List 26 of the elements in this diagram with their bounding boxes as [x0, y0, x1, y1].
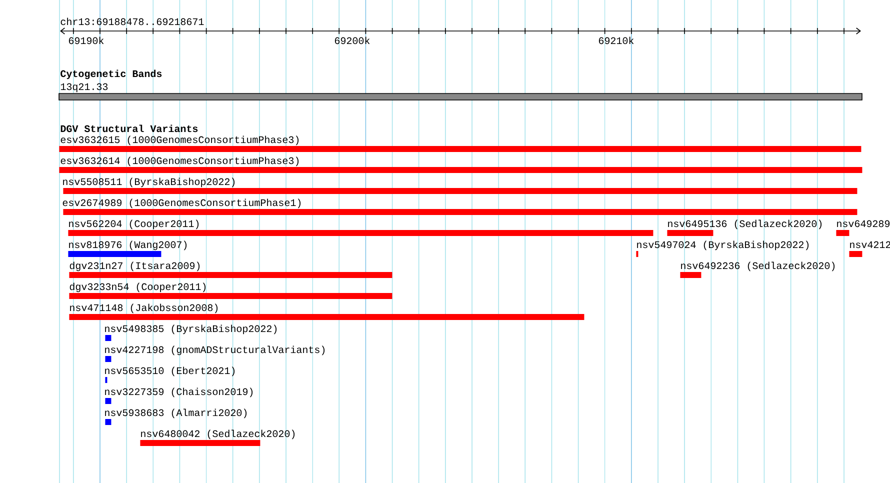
- variant-label: nsv5497024 (ByrskaBishop2022): [637, 240, 809, 250]
- variant-label: nsv471148 (Jakobsson2008): [70, 304, 218, 314]
- variant-label: nsv6480042 (Sedlazeck2020): [141, 430, 295, 440]
- variant-label: nsv6495136 (Sedlazeck2020): [668, 220, 822, 230]
- axis-tick-label: 69190k: [68, 36, 104, 44]
- track-title: Cytogenetic Bands: [60, 70, 162, 80]
- variant-label: nsv5938683 (Almarri2020): [105, 408, 247, 418]
- track-title: DGV Structural Variants: [60, 124, 198, 132]
- axis-tick-label: 69210k: [598, 36, 634, 44]
- band-label: 13q21.33: [60, 83, 108, 92]
- variant-label: esv3632615 (1000GenomesConsortiumPhase3): [60, 136, 299, 146]
- variant-label: nsv5508511 (ByrskaBishop2022): [63, 178, 235, 188]
- variant-label: nsv5498385 (ByrskaBishop2022): [105, 324, 277, 334]
- variant-label: nsv562204 (Cooper2011): [69, 220, 199, 230]
- variant-label: dgv3233n54 (Cooper2011): [70, 282, 206, 292]
- variant-label: nsv5653510 (Ebert2021): [105, 366, 235, 376]
- variant-label: esv2674989 (1000GenomesConsortiumPhase1): [62, 198, 301, 208]
- variant-label: esv3632614 (1000GenomesConsortiumPhase3): [60, 156, 299, 166]
- variant-label: dgv231n27 (Itsara2009): [70, 262, 200, 272]
- variant-label: nsv3227359 (Chaisson2019): [105, 388, 253, 398]
- variant-label: nsv649289: [837, 220, 890, 228]
- axis-tick-label: 69200k: [334, 36, 370, 44]
- variant-label: nsv4227198 (gnomADStructuralVariants): [105, 346, 325, 356]
- variant-label: nsv818976 (Wang2007): [69, 240, 187, 250]
- variant-label: nsv6492236 (Sedlazeck2020): [681, 262, 835, 272]
- region-label: chr13:69188478..69218671: [60, 18, 204, 26]
